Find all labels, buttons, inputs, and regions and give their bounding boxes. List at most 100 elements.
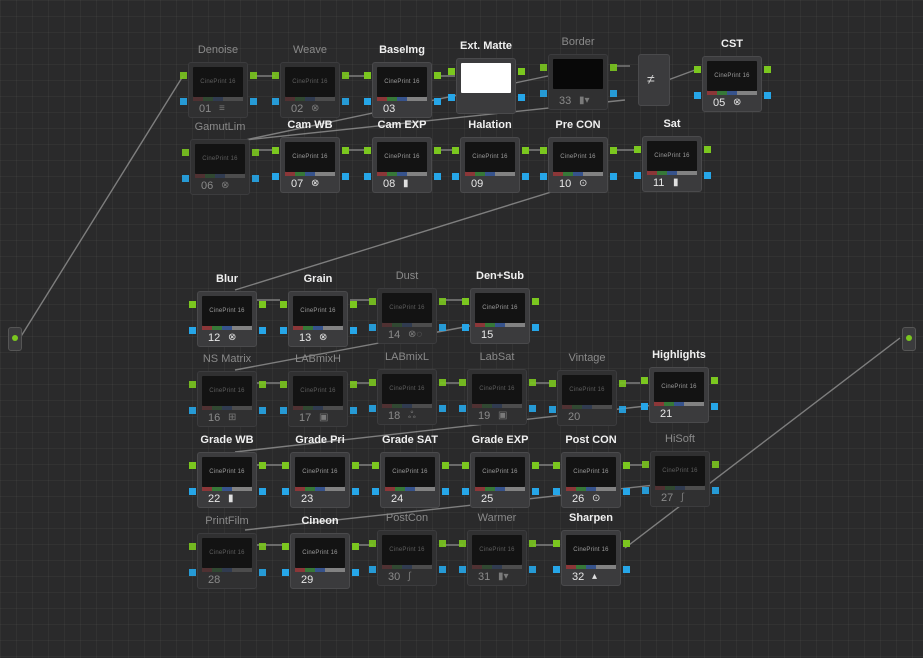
key-output-port[interactable] bbox=[442, 488, 449, 495]
key-output-port[interactable] bbox=[259, 569, 266, 576]
key-input-port[interactable] bbox=[452, 173, 459, 180]
key-output-port[interactable] bbox=[342, 98, 349, 105]
key-output-port[interactable] bbox=[259, 407, 266, 414]
key-input-port[interactable] bbox=[540, 90, 547, 97]
rgb-input-port[interactable] bbox=[189, 381, 196, 388]
rgb-output-port[interactable] bbox=[342, 72, 349, 79]
key-input-port[interactable] bbox=[369, 324, 376, 331]
rgb-input-port[interactable] bbox=[280, 301, 287, 308]
rgb-input-port[interactable] bbox=[280, 381, 287, 388]
rgb-input-port[interactable] bbox=[180, 72, 187, 79]
key-input-port[interactable] bbox=[182, 175, 189, 182]
rgb-output-port[interactable] bbox=[259, 301, 266, 308]
rgb-input-port[interactable] bbox=[282, 462, 289, 469]
key-input-port[interactable] bbox=[694, 92, 701, 99]
key-output-port[interactable] bbox=[352, 569, 359, 576]
rgb-input-port[interactable] bbox=[189, 543, 196, 550]
key-output-port[interactable] bbox=[532, 324, 539, 331]
rgb-output-port[interactable] bbox=[623, 462, 630, 469]
rgb-input-port[interactable] bbox=[553, 540, 560, 547]
key-input-port[interactable] bbox=[642, 487, 649, 494]
rgb-input-port[interactable] bbox=[189, 301, 196, 308]
key-output-port[interactable] bbox=[529, 405, 536, 412]
key-input-port[interactable] bbox=[459, 405, 466, 412]
key-input-port[interactable] bbox=[549, 406, 556, 413]
key-output-port[interactable] bbox=[350, 407, 357, 414]
rgb-output-port[interactable] bbox=[259, 543, 266, 550]
rgb-output-port[interactable] bbox=[342, 147, 349, 154]
key-input-port[interactable] bbox=[280, 327, 287, 334]
rgb-input-port[interactable] bbox=[369, 379, 376, 386]
rgb-output-port[interactable] bbox=[439, 540, 446, 547]
rgb-input-port[interactable] bbox=[182, 149, 189, 156]
rgb-input-port[interactable] bbox=[462, 462, 469, 469]
rgb-input-port[interactable] bbox=[282, 543, 289, 550]
key-output-port[interactable] bbox=[712, 487, 719, 494]
key-output-port[interactable] bbox=[704, 172, 711, 179]
node-body[interactable] bbox=[456, 58, 516, 114]
rgb-output-port[interactable] bbox=[350, 301, 357, 308]
key-input-port[interactable] bbox=[553, 566, 560, 573]
key-input-port[interactable] bbox=[364, 98, 371, 105]
key-output-port[interactable] bbox=[623, 566, 630, 573]
rgb-input-port[interactable] bbox=[189, 462, 196, 469]
key-output-port[interactable] bbox=[250, 98, 257, 105]
key-input-port[interactable] bbox=[462, 488, 469, 495]
rgb-output-port[interactable] bbox=[250, 72, 257, 79]
key-output-port[interactable] bbox=[342, 173, 349, 180]
rgb-output-port[interactable] bbox=[532, 462, 539, 469]
rgb-output-port[interactable] bbox=[350, 381, 357, 388]
rgb-output-port[interactable] bbox=[439, 379, 446, 386]
graph-output-node[interactable] bbox=[902, 327, 916, 351]
rgb-output-port[interactable] bbox=[352, 462, 359, 469]
rgb-input-port[interactable] bbox=[364, 72, 371, 79]
rgb-output-port[interactable] bbox=[259, 462, 266, 469]
key-input-port[interactable] bbox=[540, 173, 547, 180]
key-input-port[interactable] bbox=[364, 173, 371, 180]
key-output-port[interactable] bbox=[439, 566, 446, 573]
key-input-port[interactable] bbox=[553, 488, 560, 495]
key-output-port[interactable] bbox=[439, 405, 446, 412]
key-input-port[interactable] bbox=[448, 94, 455, 101]
rgb-output-port[interactable] bbox=[352, 543, 359, 550]
rgb-output-port[interactable] bbox=[623, 540, 630, 547]
rgb-output-port[interactable] bbox=[764, 66, 771, 73]
rgb-input-port[interactable] bbox=[540, 64, 547, 71]
key-input-port[interactable] bbox=[280, 407, 287, 414]
rgb-output-port[interactable] bbox=[610, 64, 617, 71]
rgb-output-port[interactable] bbox=[532, 298, 539, 305]
rgb-output-port[interactable] bbox=[434, 147, 441, 154]
key-input-port[interactable] bbox=[282, 569, 289, 576]
key-input-port[interactable] bbox=[634, 172, 641, 179]
